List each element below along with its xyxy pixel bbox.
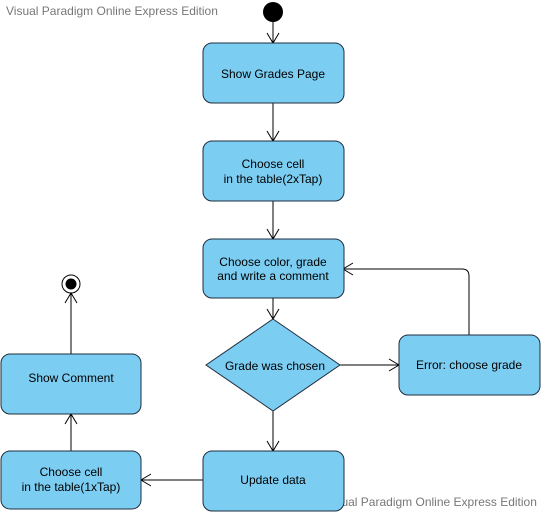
decision-label: Grade was chosen — [225, 359, 325, 373]
action-label-line1: Choose cell — [242, 157, 305, 171]
action-label: Error: choose grade — [416, 358, 522, 372]
action-show-comment[interactable]: Show Comment — [0, 353, 142, 415]
action-error-choose-grade[interactable]: Error: choose grade — [398, 334, 541, 396]
initial-node — [263, 2, 283, 22]
action-show-grades-page[interactable]: Show Grades Page — [202, 42, 345, 104]
action-label-line2: in the table(2xTap) — [224, 172, 323, 186]
final-node — [61, 274, 81, 294]
action-label: Show Grades Page — [221, 67, 325, 81]
action-update-data[interactable]: Update data — [202, 450, 345, 512]
action-choose-color-grade[interactable]: Choose color, grade and write a comment — [202, 238, 345, 299]
arrowhead — [64, 292, 78, 304]
action-label: Update data — [240, 473, 306, 487]
decision-grade-chosen[interactable]: Grade was chosen — [205, 318, 341, 412]
watermark-top: Visual Paradigm Online Express Edition — [6, 4, 218, 18]
edge-error-to-choose-color — [343, 268, 470, 335]
action-label-line2: in the table(1xTap) — [22, 480, 121, 494]
action-choose-cell-2x[interactable]: Choose cell in the table(2xTap) — [202, 140, 345, 202]
action-label: Show Comment — [28, 371, 114, 385]
action-label-line1: Choose color, grade — [219, 255, 327, 269]
watermark-bottom: Visual Paradigm Online Express Edition — [325, 495, 537, 509]
action-choose-cell-1x[interactable]: Choose cell in the table(1xTap) — [0, 450, 142, 510]
action-label-line1: Choose cell — [40, 465, 103, 479]
action-label-line2: and write a comment — [217, 269, 329, 283]
